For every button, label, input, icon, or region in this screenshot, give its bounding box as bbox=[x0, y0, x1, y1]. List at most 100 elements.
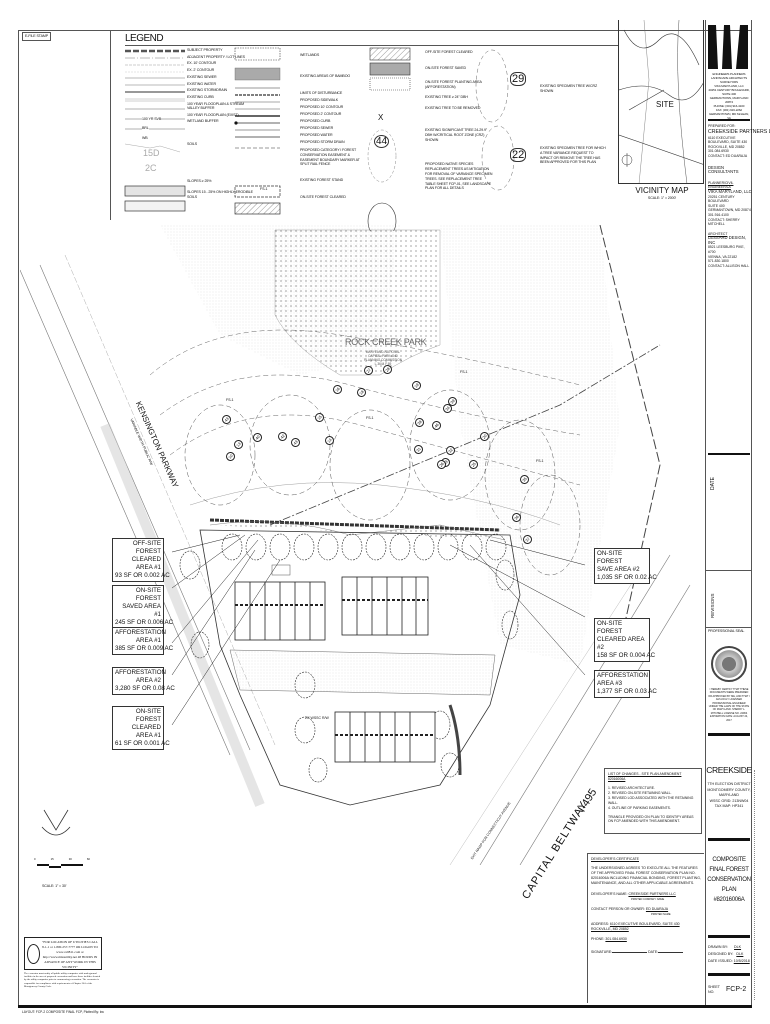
utility-fine-print: The excavator must notify all public uti… bbox=[24, 972, 101, 988]
scale-tick: 15 bbox=[50, 857, 54, 861]
scale-label: SCALE: 1" = 30' bbox=[42, 884, 67, 888]
variance-tree-icon: 22 bbox=[510, 148, 527, 162]
developer-cert-body: THE UNDERSIGNED AGREES TO EXECUTE ALL TH… bbox=[591, 866, 701, 885]
plan-title-line: CONSERVATION bbox=[707, 877, 751, 883]
efile-stamp: E-FILE STAMP bbox=[22, 32, 52, 41]
park-sub-line: L.3644 F.69 bbox=[374, 362, 392, 366]
contact-name: ED DUARAJA bbox=[645, 907, 669, 911]
scale-tick: 60 bbox=[86, 857, 90, 861]
legend-item: PROPOSED WATER bbox=[300, 133, 333, 137]
signature-label: SIGNATURE: bbox=[591, 950, 613, 954]
date-field[interactable] bbox=[658, 952, 684, 953]
planner-line: 301.916.4100 bbox=[708, 212, 729, 217]
legend-item: EXISTING SEWER bbox=[187, 74, 217, 79]
project-line: 7TH ELECTION DISTRICT bbox=[707, 782, 751, 786]
callout-line: AFFORESTATION bbox=[115, 629, 166, 636]
callout-line: AREA #3 bbox=[597, 680, 623, 687]
plan-title-line: FINAL FOREST bbox=[709, 867, 749, 873]
divider bbox=[705, 627, 752, 628]
callout-line: ON-SITE FOREST bbox=[135, 587, 161, 602]
legend-item: EX. 10' CONTOUR bbox=[187, 61, 217, 66]
scale-tick: 30 bbox=[68, 857, 72, 861]
callout-line: OFF-SITE FOREST bbox=[132, 540, 161, 555]
signature-field[interactable] bbox=[612, 952, 648, 953]
legend-item: WETLAND BUFFER bbox=[187, 119, 219, 124]
callout-line: CLEARED AREA #1 bbox=[131, 556, 161, 571]
sheet-number: FCP-2 bbox=[726, 986, 747, 993]
callout-line: 385 SF OR 0.009 AC bbox=[115, 645, 174, 652]
seal-text: I HEREBY CERTIFY THAT THESE DOCUMENTS WE… bbox=[708, 688, 750, 722]
scale-bar bbox=[37, 864, 83, 868]
legend-item: ON-SITE FOREST PLANTING AREA (AFFORESTAT… bbox=[425, 80, 482, 89]
forest-stand-label: FS-1 bbox=[366, 416, 374, 420]
planner-name: VIKA MARYLAND, LLC bbox=[708, 188, 752, 194]
vicinity-map-title: VICINITY MAP bbox=[635, 186, 689, 195]
legend-item: LIMITS OF DISTURBANCE bbox=[300, 91, 343, 95]
project-line: WSSC GRID: 213NW04 bbox=[709, 798, 749, 803]
architect-line: CONTACT: ALLISON HALL bbox=[708, 263, 750, 268]
legend-mark: 100 YR SVB bbox=[142, 117, 162, 122]
change-item: 3. REVISED LOD ASSOCIATED WITH THE RETAI… bbox=[608, 796, 694, 805]
callout-line: 1,035 SF OR 0.02 AC bbox=[597, 574, 657, 581]
legend-item: EXISTING SPECIMEN TREE FOR WHICH A TREE … bbox=[540, 146, 606, 165]
footer-text: LAYOUT: FCP-2 COMPOSITE FINAL FCP, Plott… bbox=[22, 1010, 104, 1014]
legend-item: EXISTING WATER bbox=[187, 81, 216, 86]
legend-item: 100 YEAR FLOODPLAIN (EXIST) bbox=[187, 112, 239, 117]
legend-item: PROPOSED 2' CONTOUR bbox=[300, 112, 342, 116]
callout-line: ON-SITE FOREST bbox=[135, 708, 161, 723]
date-issued-label: DATE ISSUED: bbox=[708, 959, 733, 963]
row-label: 20' WSSC R/W bbox=[305, 716, 329, 720]
change-item: 2. REVISED ON-SITE RETAINING WALL. bbox=[608, 791, 672, 795]
callout-line: 158 SF OR 0.004 AC bbox=[597, 652, 656, 659]
legend-item: 100 YEAR FLOODPLAIN & STREAM VALLEY BUFF… bbox=[187, 101, 245, 111]
site-label: SITE bbox=[656, 100, 674, 109]
developer-cert-title: DEVELOPER'S CERTIFICATE bbox=[591, 857, 639, 861]
legend-item: PROPOSED SEWER bbox=[300, 126, 334, 130]
divider bbox=[705, 570, 752, 571]
legend-item: ON-SITE FOREST CLEARED bbox=[300, 195, 346, 200]
architect-line: 571.830.1800 bbox=[708, 259, 729, 264]
park-label: ROCK CREEK PARK bbox=[345, 337, 427, 347]
legend-item: PROPOSED 10' CONTOUR bbox=[300, 105, 344, 109]
divider bbox=[708, 733, 750, 736]
project-location: 7TH ELECTION DISTRICT MONTGOMERY COUNTY,… bbox=[706, 782, 752, 810]
park-sub: MARYLAND-NATIONAL CAPITAL PARK AND PLANN… bbox=[363, 350, 403, 366]
divider bbox=[708, 838, 750, 841]
callout-line: ON-SITE FOREST bbox=[597, 620, 623, 635]
forest-stand-label: FS-1 bbox=[460, 370, 468, 374]
architect-line: VIENNA, VA 22182 bbox=[708, 254, 737, 259]
legend-item: SUBJECT PROPERTY bbox=[187, 48, 223, 52]
designed-by: DLK bbox=[736, 952, 744, 956]
legend-item: PROPOSED STORM DRAIN bbox=[300, 140, 345, 144]
change-item: 1. REVISED ARCHITECTURE. bbox=[608, 786, 655, 790]
client-line: 301.084.6930 bbox=[708, 149, 729, 154]
drawn-by-row: DRAWN BY: DLK bbox=[708, 944, 752, 951]
firm-info: ENGINEERS PLANNERS LANDSCAPE ARCHITECTS … bbox=[707, 72, 751, 120]
callout-line: ON-SITE FOREST bbox=[597, 550, 623, 565]
divider bbox=[708, 935, 750, 938]
legend-item: EXISTING AREAS OF BAMBOO bbox=[300, 74, 351, 78]
building-south bbox=[334, 711, 436, 763]
callout-line: AREA #1 bbox=[135, 637, 161, 644]
designed-by-label: DESIGNED BY: bbox=[708, 952, 734, 956]
margin-text-strip bbox=[754, 770, 757, 1000]
callout-line: 93 SF OR 0.002 AC bbox=[115, 572, 170, 579]
plan-title-line: PLAN bbox=[721, 887, 737, 893]
address: 6110 EXECUTIVE BOULEVARD, SUITE 430 ROCK… bbox=[591, 922, 680, 931]
date-label: DATE bbox=[710, 477, 716, 490]
legend-item: PROPOSED SIDEWALK bbox=[300, 98, 339, 102]
legend-col1: SUBJECT PROPERTY ADJACENT PROPERTY / LOT… bbox=[187, 47, 255, 199]
change-item: 4. OUTLINE OF PARKING EASEMENTS. bbox=[608, 806, 671, 810]
tree-crz-row bbox=[179, 533, 519, 783]
legend-item: EXISTING TREE TO BE REMOVED bbox=[425, 105, 481, 110]
phone: 301.084.6930 bbox=[605, 937, 627, 941]
developer-name-sub: PRINTED COMPANY NAME bbox=[631, 898, 665, 901]
legend-mark: FS-1 bbox=[260, 187, 268, 191]
callout-line: AFFORESTATION bbox=[115, 669, 166, 676]
client-line: ROCKVILLE, MD 20852 bbox=[708, 144, 745, 149]
divider bbox=[708, 973, 750, 976]
developer-name-label: DEVELOPER'S NAME: bbox=[591, 892, 628, 896]
